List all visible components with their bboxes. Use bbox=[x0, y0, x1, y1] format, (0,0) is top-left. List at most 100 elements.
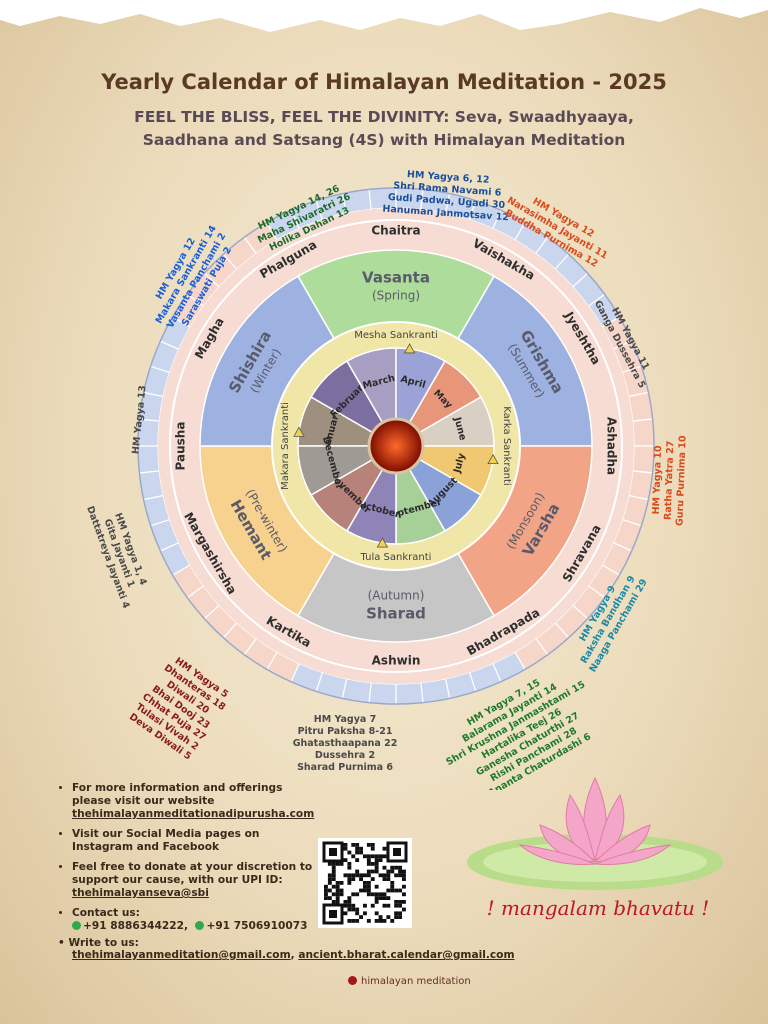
qr-module bbox=[398, 888, 402, 893]
event-line: Ratha Yatra 27 bbox=[663, 440, 677, 520]
email-separator: , bbox=[290, 949, 295, 961]
sankranti-label: Tula Sankranti bbox=[360, 552, 432, 563]
info-donate-item: Feel free to donate at your discretion t… bbox=[72, 861, 318, 900]
qr-module bbox=[378, 873, 383, 878]
sankranti-marker-icon bbox=[487, 453, 499, 465]
qr-module bbox=[370, 854, 375, 859]
qr-module bbox=[366, 869, 371, 874]
email-1[interactable]: thehimalayanmeditation@gmail.com bbox=[72, 949, 291, 961]
day-cell bbox=[368, 682, 397, 705]
qr-module bbox=[370, 892, 375, 897]
qr-module bbox=[366, 881, 371, 885]
hindu-month-chaitra: Chaitra bbox=[371, 224, 420, 238]
qr-module bbox=[366, 873, 371, 878]
phone-1[interactable]: +91 8886344222, bbox=[83, 920, 189, 932]
qr-module bbox=[394, 915, 399, 919]
qr-module bbox=[347, 877, 352, 881]
qr-module bbox=[355, 850, 360, 855]
qr-module bbox=[386, 915, 391, 919]
qr-module bbox=[374, 896, 379, 900]
footer-text: himalayan meditation bbox=[361, 976, 471, 987]
qr-module bbox=[331, 869, 336, 874]
footer-brand: himalayan meditation bbox=[348, 976, 471, 987]
phone-row: +91 8886344222, +91 7506910073 bbox=[72, 920, 318, 933]
upi-id[interactable]: thehimalayanseva@sbi bbox=[72, 887, 209, 899]
qr-module bbox=[378, 919, 383, 923]
qr-module bbox=[402, 884, 406, 889]
torn-edge bbox=[0, 0, 768, 32]
qr-module bbox=[363, 911, 367, 916]
qr-module bbox=[324, 896, 328, 900]
email-2[interactable]: ancient.bharat.calendar@gmail.com bbox=[298, 949, 515, 961]
qr-module bbox=[347, 850, 352, 855]
qr-module bbox=[355, 869, 360, 874]
qr-module bbox=[347, 865, 352, 870]
qr-module bbox=[366, 858, 371, 862]
qr-module bbox=[398, 865, 402, 870]
qr-module bbox=[363, 888, 367, 893]
qr-module bbox=[402, 900, 406, 904]
qr-module bbox=[335, 900, 340, 904]
qr-module bbox=[331, 862, 336, 866]
qr-module bbox=[386, 877, 391, 881]
qr-module bbox=[394, 873, 399, 878]
qr-module bbox=[351, 873, 356, 878]
qr-module bbox=[394, 911, 399, 916]
qr-module bbox=[370, 869, 375, 874]
qr-module bbox=[374, 919, 379, 923]
qr-module bbox=[402, 869, 406, 874]
qr-module bbox=[351, 843, 356, 847]
hindu-month-ashwin: Ashwin bbox=[372, 654, 421, 668]
qr-module bbox=[378, 854, 383, 859]
qr-module bbox=[378, 896, 383, 900]
phone-2[interactable]: +91 7506910073 bbox=[206, 920, 308, 932]
qr-module bbox=[366, 862, 371, 866]
qr-module bbox=[398, 911, 402, 916]
qr-module bbox=[347, 907, 352, 912]
qr-module bbox=[363, 873, 367, 878]
day-cell bbox=[395, 682, 424, 705]
qr-module bbox=[402, 907, 406, 912]
hindu-month-pausha: Pausha bbox=[174, 422, 188, 471]
qr-module bbox=[382, 873, 387, 878]
info-website-item: For more information and offerings pleas… bbox=[72, 782, 318, 821]
season-sub-label: (Autumn) bbox=[368, 589, 425, 603]
qr-module bbox=[382, 877, 387, 881]
qr-module bbox=[394, 903, 399, 908]
page-title: Yearly Calendar of Himalayan Meditation … bbox=[101, 70, 667, 94]
season-label: Sharad bbox=[366, 605, 426, 623]
qr-module bbox=[370, 843, 375, 847]
sankranti-label: Makara Sankranti bbox=[280, 402, 291, 490]
qr-module bbox=[374, 911, 379, 916]
qr-module bbox=[382, 919, 387, 923]
qr-module bbox=[370, 846, 375, 851]
qr-module bbox=[386, 873, 391, 878]
qr-module bbox=[398, 915, 402, 919]
info-social-item: Visit our Social Media pages on Instagra… bbox=[72, 828, 318, 854]
qr-module bbox=[390, 869, 395, 874]
qr-module bbox=[351, 877, 356, 881]
qr-module bbox=[327, 896, 332, 900]
qr-module bbox=[331, 884, 336, 889]
write-to-us: • Write to us: thehimalayanmeditation@gm… bbox=[58, 937, 515, 961]
qr-module bbox=[327, 862, 332, 866]
qr-module bbox=[347, 903, 352, 908]
qr-module bbox=[398, 900, 402, 904]
qr-module bbox=[355, 843, 360, 847]
qr-module bbox=[359, 888, 363, 893]
qr-module bbox=[370, 862, 375, 866]
qr-module bbox=[351, 903, 356, 908]
website-link[interactable]: thehimalayanmeditationadipurusha.com bbox=[72, 808, 315, 820]
qr-module bbox=[363, 854, 367, 859]
calendar-wheel: ChaitraVaishakhaJyeshthaAshadhaShravanaB… bbox=[84, 169, 688, 790]
qr-module bbox=[382, 903, 387, 908]
qr-module bbox=[343, 873, 348, 878]
sankranti-label: Mesha Sankranti bbox=[354, 330, 438, 341]
qr-module bbox=[386, 903, 391, 908]
sankranti-marker-icon bbox=[376, 537, 389, 548]
qr-module bbox=[402, 873, 406, 878]
qr-module bbox=[343, 900, 348, 904]
qr-module bbox=[335, 892, 340, 897]
qr-finder-core bbox=[329, 910, 337, 918]
